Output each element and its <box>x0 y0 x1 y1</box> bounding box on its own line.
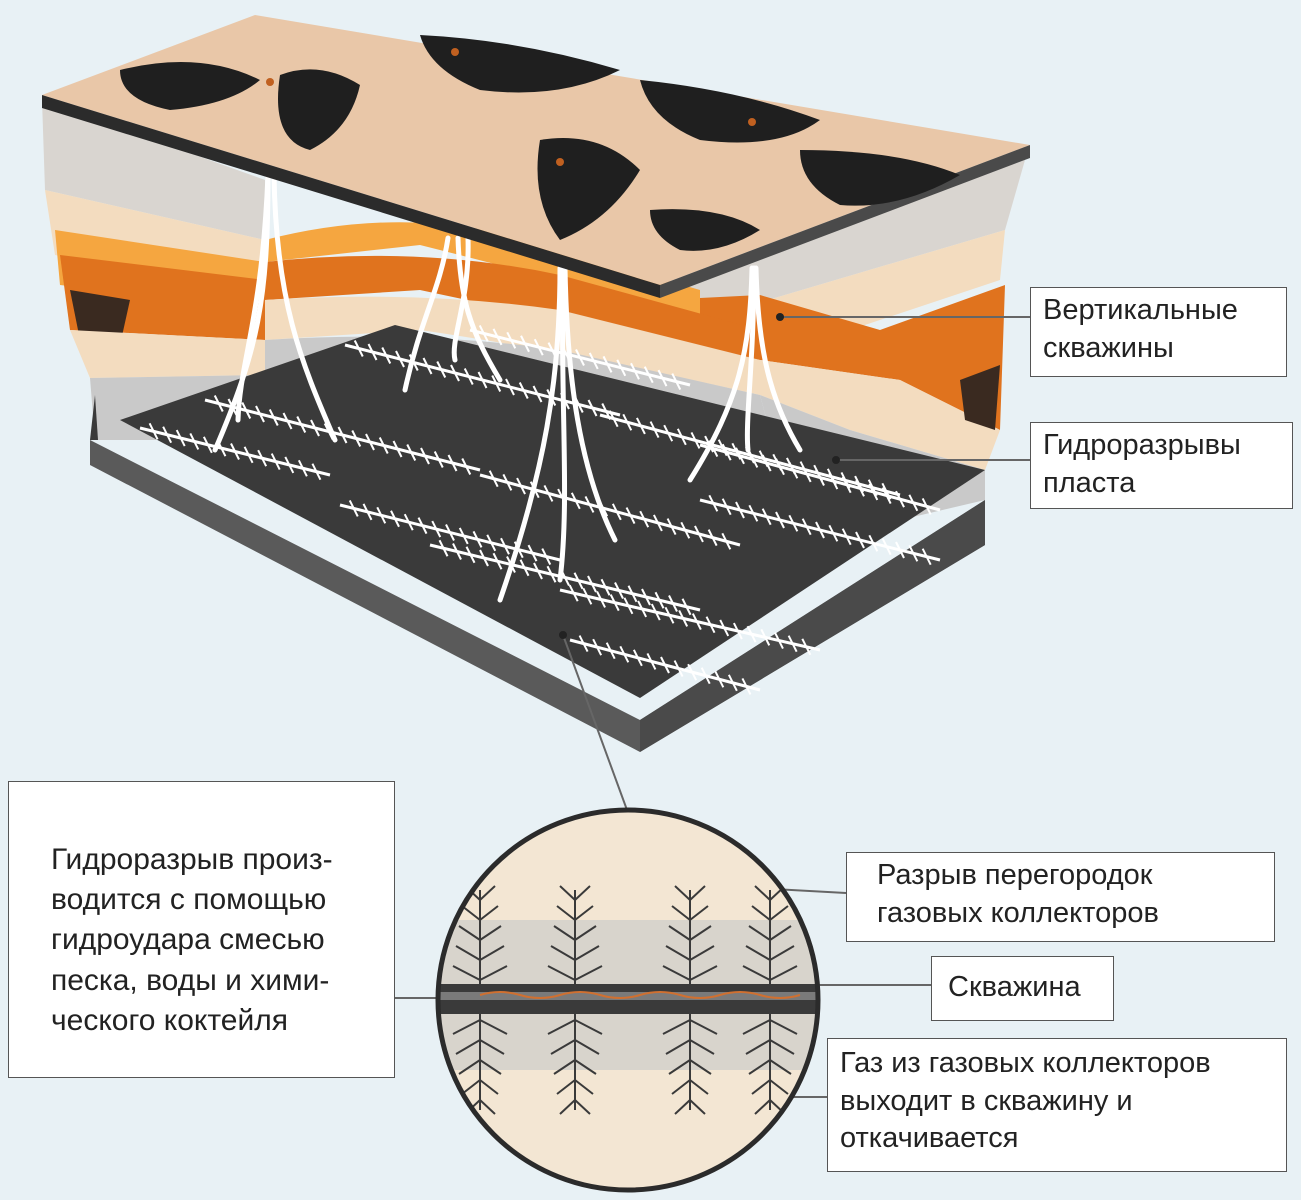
label-line: водится с помощью <box>51 880 394 920</box>
label-line: Гидроразрывы <box>1043 427 1292 465</box>
label-line: Вертикальные <box>1043 292 1286 330</box>
label-vertical-wells: Вертикальные скважины <box>1030 287 1287 377</box>
label-line: Скважина <box>948 969 1113 1007</box>
label-line: ческого коктейля <box>51 1001 394 1041</box>
label-line: скважины <box>1043 330 1286 368</box>
label-well: Скважина <box>931 956 1114 1021</box>
label-line: пласта <box>1043 465 1292 503</box>
label-formation-fracs: Гидроразрывы пласта <box>1030 422 1293 509</box>
label-line: Разрыв перегородок <box>877 857 1274 895</box>
label-process-description: Гидроразрыв произ- водится с помощью гид… <box>8 781 395 1078</box>
label-line: откачивается <box>840 1120 1286 1158</box>
label-gas-extraction: Газ из газовых коллекторов выходит в скв… <box>827 1038 1287 1172</box>
label-line: гидроудара смесью <box>51 920 394 960</box>
label-rupture: Разрыв перегородок газовых коллекторов <box>846 852 1275 942</box>
magnified-lens <box>430 810 830 1190</box>
label-line: Газ из газовых коллекторов <box>840 1045 1286 1083</box>
label-line: газовых коллекторов <box>877 895 1274 933</box>
label-line: выходит в скважину и <box>840 1083 1286 1121</box>
label-line: Гидроразрыв произ- <box>51 840 394 880</box>
label-line: песка, воды и хими- <box>51 961 394 1001</box>
